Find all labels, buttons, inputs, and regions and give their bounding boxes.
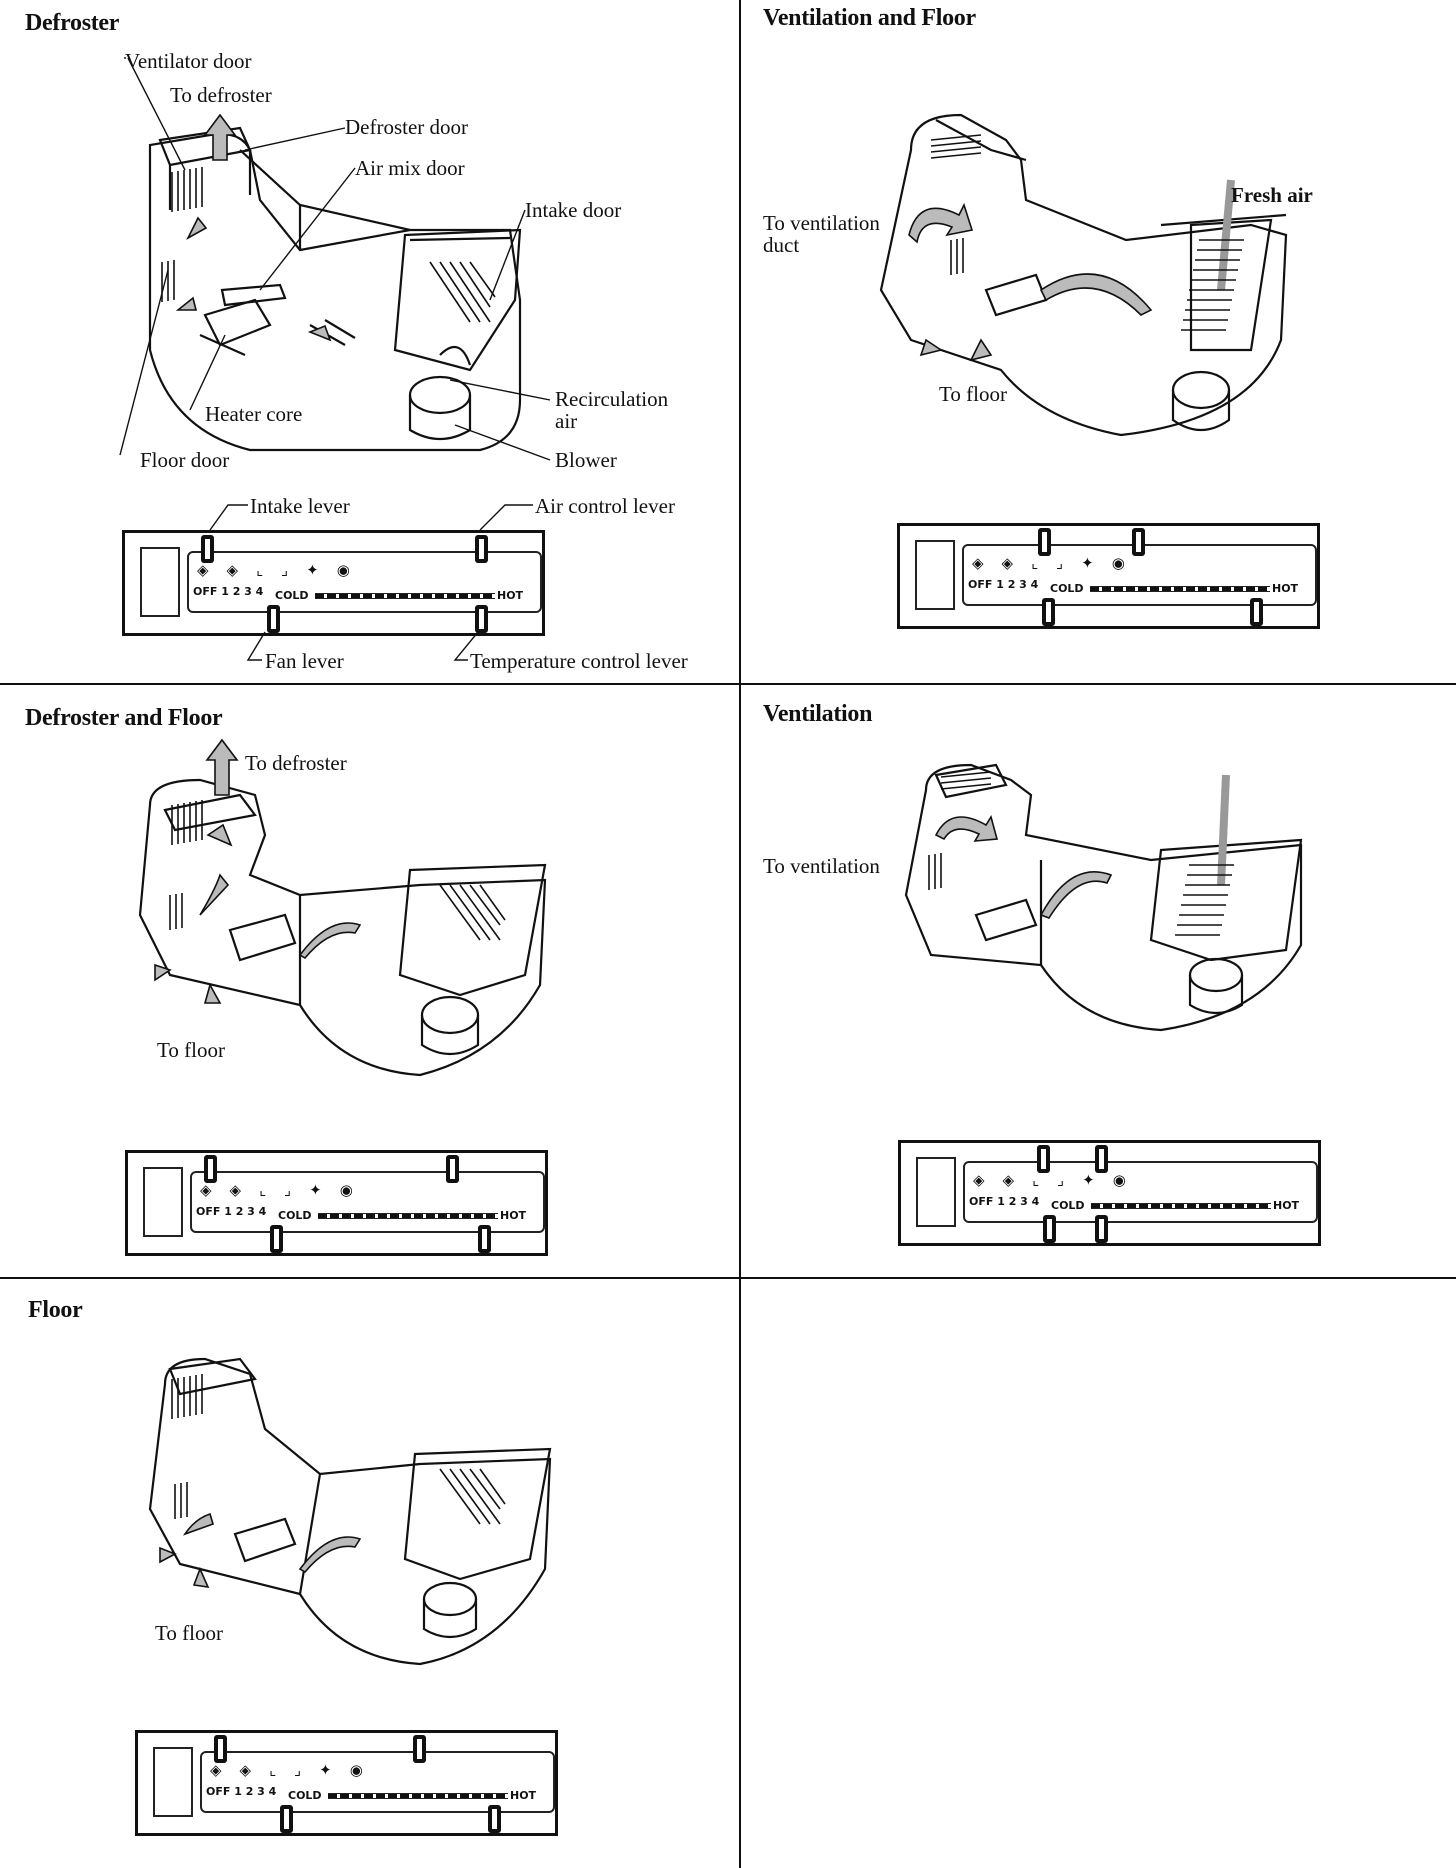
air-control-lever-knob[interactable]	[1132, 528, 1145, 556]
fan-scale: OFF 1 2 3 4	[969, 1195, 1040, 1208]
heater-unit-diagram	[138, 738, 547, 1077]
hot-label: HOT	[1272, 582, 1299, 595]
panel-ventilation: Ventilation To ventilation ◈◈⌞⌟✦◉ OFF 1 …	[741, 685, 1456, 1277]
temperature-lever-knob[interactable]	[488, 1805, 501, 1833]
air-control-lever-knob[interactable]	[1095, 1145, 1108, 1173]
temp-track	[315, 593, 495, 599]
label-intake-lever: Intake lever	[250, 494, 350, 518]
heater-unit-diagram	[119, 57, 551, 461]
temperature-lever-knob[interactable]	[478, 1225, 491, 1253]
temp-track	[328, 1793, 508, 1799]
temperature-lever-knob[interactable]	[475, 605, 488, 633]
label-air-control-lever: Air control lever	[535, 494, 675, 518]
cold-label: COLD	[1051, 1199, 1085, 1212]
label-heater-core: Heater core	[205, 402, 303, 426]
temp-track	[318, 1213, 498, 1219]
lever-leaders	[209, 504, 533, 661]
horizontal-divider-bottom	[0, 1277, 1456, 1279]
control-face	[187, 551, 542, 613]
hot-label: HOT	[497, 589, 524, 602]
control-face	[190, 1171, 545, 1233]
vertical-divider	[739, 0, 741, 1868]
fan-scale: OFF 1 2 3 4	[193, 585, 264, 598]
fan-lever-knob[interactable]	[1043, 1215, 1056, 1243]
climate-control-panel: ◈◈⌞⌟✦◉ OFF 1 2 3 4 COLD HOT	[898, 1140, 1321, 1246]
air-control-lever-knob[interactable]	[446, 1155, 459, 1183]
panel-ventilation-floor: Ventilation and Floor Fresh air To venti…	[741, 0, 1456, 683]
control-face	[200, 1751, 555, 1813]
panel-title: Defroster	[25, 10, 120, 36]
label-intake-door: Intake door	[525, 198, 622, 222]
mode-icons: ◈◈⌞⌟✦◉	[197, 561, 368, 579]
panel-title: Floor	[28, 1297, 83, 1323]
mode-icons: ◈◈⌞⌟✦◉	[200, 1181, 371, 1199]
panel-defroster-floor: Defroster and Floor To defroster To floo…	[0, 685, 739, 1277]
airflow-arrow-up	[203, 113, 237, 161]
control-face	[963, 1161, 1318, 1223]
heater-unit-diagram	[904, 763, 1303, 1032]
label-floor-door: Floor door	[140, 448, 230, 472]
fan-scale: OFF 1 2 3 4	[968, 578, 1039, 591]
temperature-lever-knob[interactable]	[1095, 1215, 1108, 1243]
fan-scale: OFF 1 2 3 4	[206, 1785, 277, 1798]
label-to-ventilation: To ventilation	[763, 854, 880, 878]
control-window	[915, 540, 955, 610]
fan-scale: OFF 1 2 3 4	[196, 1205, 267, 1218]
climate-control-panel: ◈◈⌞⌟✦◉ OFF 1 2 3 4 COLD HOT	[125, 1150, 548, 1256]
cold-label: COLD	[275, 589, 309, 602]
hot-label: HOT	[510, 1789, 537, 1802]
horizontal-divider-top	[0, 683, 1456, 685]
label-to-floor: To floor	[155, 1621, 223, 1645]
control-window	[140, 547, 180, 617]
label-fan-lever: Fan lever	[265, 649, 344, 673]
air-control-lever-knob[interactable]	[475, 535, 488, 563]
mode-icons: ◈◈⌞⌟✦◉	[972, 554, 1143, 572]
control-window	[153, 1747, 193, 1817]
fan-lever-knob[interactable]	[1042, 598, 1055, 626]
fan-lever-knob[interactable]	[267, 605, 280, 633]
intake-lever-knob[interactable]	[204, 1155, 217, 1183]
label-fresh-air: Fresh air	[1231, 183, 1313, 207]
fan-lever-knob[interactable]	[270, 1225, 283, 1253]
label-recirculation-air: Recirculation air	[555, 387, 669, 434]
panel-defroster: Defroster	[0, 0, 739, 683]
intake-lever-knob[interactable]	[1037, 1145, 1050, 1173]
panel-floor: Floor To floor ◈◈⌞⌟✦◉ OFF 1 2 3 4 COLD	[0, 1279, 739, 1868]
label-to-defroster: To defroster	[170, 83, 272, 107]
hot-label: HOT	[1273, 1199, 1300, 1212]
label-defroster-door: Defroster door	[345, 115, 469, 139]
label-to-ventilation-duct: To ventilation duct	[763, 211, 880, 258]
heater-unit-diagram	[879, 113, 1288, 437]
climate-control-panel: ◈◈⌞⌟✦◉ OFF 1 2 3 4 COLD HOT	[135, 1730, 558, 1836]
fan-lever-knob[interactable]	[280, 1805, 293, 1833]
air-control-lever-knob[interactable]	[413, 1735, 426, 1763]
climate-control-panel: ◈◈⌞⌟✦◉ OFF 1 2 3 4 COLD HOT	[122, 530, 545, 636]
cold-label: COLD	[1050, 582, 1084, 595]
label-blower: Blower	[555, 448, 617, 472]
mode-icons: ◈◈⌞⌟✦◉	[973, 1171, 1144, 1189]
label-to-defroster: To defroster	[245, 751, 347, 775]
temp-track	[1091, 1203, 1271, 1209]
panel-title: Ventilation and Floor	[763, 5, 976, 31]
label-ventilator-door: Ventilator door	[125, 49, 252, 73]
climate-control-panel: ◈◈⌞⌟✦◉ OFF 1 2 3 4 COLD HOT	[897, 523, 1320, 629]
intake-lever-knob[interactable]	[1038, 528, 1051, 556]
cold-label: COLD	[288, 1789, 322, 1802]
intake-lever-knob[interactable]	[201, 535, 214, 563]
temperature-lever-knob[interactable]	[1250, 598, 1263, 626]
temp-track	[1090, 586, 1270, 592]
panel-title: Defroster and Floor	[25, 705, 223, 731]
control-window	[143, 1167, 183, 1237]
hot-label: HOT	[500, 1209, 527, 1222]
panel-title: Ventilation	[763, 701, 873, 727]
mode-icons: ◈◈⌞⌟✦◉	[210, 1761, 381, 1779]
label-air-mix-door: Air mix door	[355, 156, 465, 180]
heater-unit-diagram	[148, 1357, 552, 1666]
cold-label: COLD	[278, 1209, 312, 1222]
control-window	[916, 1157, 956, 1227]
label-to-floor: To floor	[939, 382, 1007, 406]
label-to-floor: To floor	[157, 1038, 225, 1062]
intake-lever-knob[interactable]	[214, 1735, 227, 1763]
label-temperature-control-lever: Temperature control lever	[470, 649, 688, 673]
